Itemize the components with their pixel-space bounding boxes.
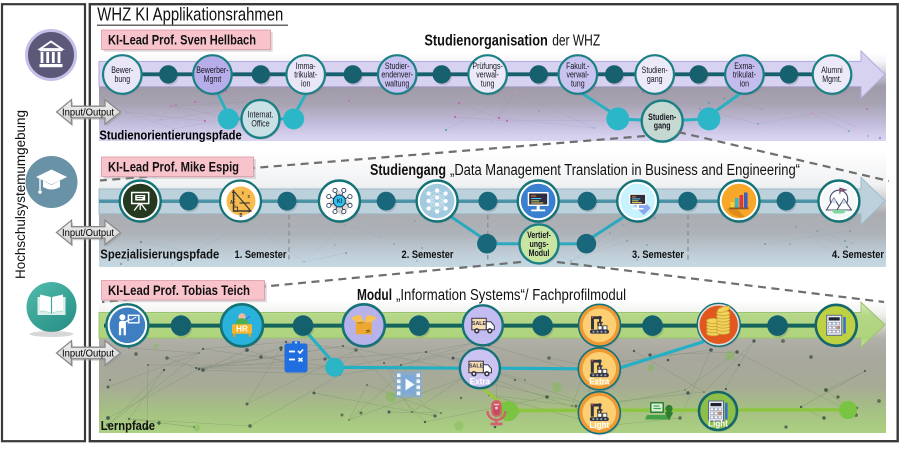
svg-text:Studiengang: Studiengang xyxy=(370,162,446,179)
svg-text:„Information Systems“/ Fachpro: „Information Systems“/ Fachprofilmodul xyxy=(396,287,626,304)
svg-text:waltung: waltung xyxy=(384,79,409,89)
svg-text:KI-Lead Prof. Tobias Teich: KI-Lead Prof. Tobias Teich xyxy=(108,282,250,298)
svg-text:Light: Light xyxy=(708,419,728,429)
svg-text:„Data Management Translation i: „Data Management Translation in Business… xyxy=(450,162,800,179)
svg-text:KI-Lead Prof. Sven Hellbach: KI-Lead Prof. Sven Hellbach xyxy=(108,32,256,48)
svg-text:WHZ KI Applikationsrahmen: WHZ KI Applikationsrahmen xyxy=(97,5,283,25)
svg-text:Hochschulsystemumgebung: Hochschulsystemumgebung xyxy=(13,110,28,279)
svg-text:Mgmt: Mgmt xyxy=(204,74,222,84)
svg-text:Office: Office xyxy=(251,119,269,129)
svg-text:tung: tung xyxy=(481,79,495,89)
svg-text:Studienorganisation: Studienorganisation xyxy=(424,33,547,50)
svg-text:Spezialisierungspfade: Spezialisierungspfade xyxy=(100,247,219,262)
svg-text:tung: tung xyxy=(571,79,585,89)
svg-text:Input/Output: Input/Output xyxy=(62,107,114,119)
svg-text:bung: bung xyxy=(115,74,131,84)
svg-text:Extra: Extra xyxy=(589,376,610,386)
svg-text:SALE: SALE xyxy=(469,364,483,370)
svg-text:KI-Lead Prof. Mike Espig: KI-Lead Prof. Mike Espig xyxy=(108,159,239,175)
svg-text:Modul: Modul xyxy=(529,248,550,258)
svg-text:B: B xyxy=(240,213,243,219)
svg-text:Modul: Modul xyxy=(357,287,392,304)
svg-text:Input/Output: Input/Output xyxy=(62,348,114,360)
svg-text:KI: KI xyxy=(337,199,343,205)
svg-text:Studienorientierungspfade: Studienorientierungspfade xyxy=(99,128,241,143)
svg-text:SALE: SALE xyxy=(472,321,486,327)
svg-text:ion: ion xyxy=(301,79,310,89)
svg-text:Mgmt.: Mgmt. xyxy=(822,74,842,84)
svg-text:HR: HR xyxy=(236,325,248,334)
svg-text:2. Semester: 2. Semester xyxy=(402,249,455,261)
svg-text:ion: ion xyxy=(740,79,749,89)
svg-text:4. Semester: 4. Semester xyxy=(832,249,885,261)
svg-text:gang: gang xyxy=(647,74,663,84)
svg-text:Light: Light xyxy=(589,420,609,430)
svg-text:1. Semester: 1. Semester xyxy=(235,249,288,261)
svg-text:Extra: Extra xyxy=(470,377,491,387)
svg-text:Lernpfade: Lernpfade xyxy=(101,418,155,433)
svg-text:Input/Output: Input/Output xyxy=(62,227,114,239)
svg-text:3. Semester: 3. Semester xyxy=(632,249,685,261)
svg-text:gang: gang xyxy=(654,121,671,131)
svg-text:A: A xyxy=(230,200,233,206)
svg-text:der WHZ: der WHZ xyxy=(552,33,600,50)
